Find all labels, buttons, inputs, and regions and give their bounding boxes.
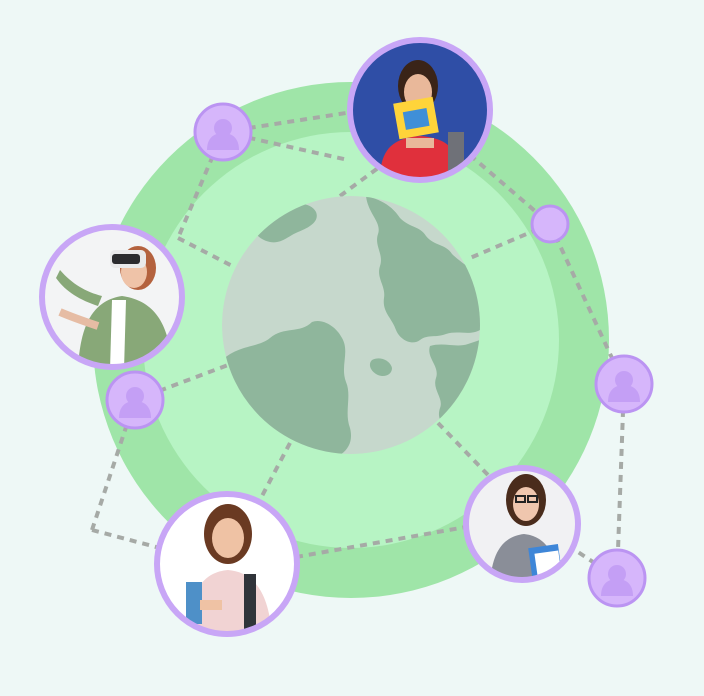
node-bottom-right [587,548,647,608]
node-left [105,370,165,430]
node-mid-right [530,204,570,244]
student-with-glasses-photo [463,465,581,583]
student-holding-notebook-photo [347,37,493,183]
smiling-student-with-backpack-photo [154,491,300,637]
node-right [594,354,654,414]
woman-with-vr-headset-photo [39,224,185,370]
node-top-left [193,102,253,162]
